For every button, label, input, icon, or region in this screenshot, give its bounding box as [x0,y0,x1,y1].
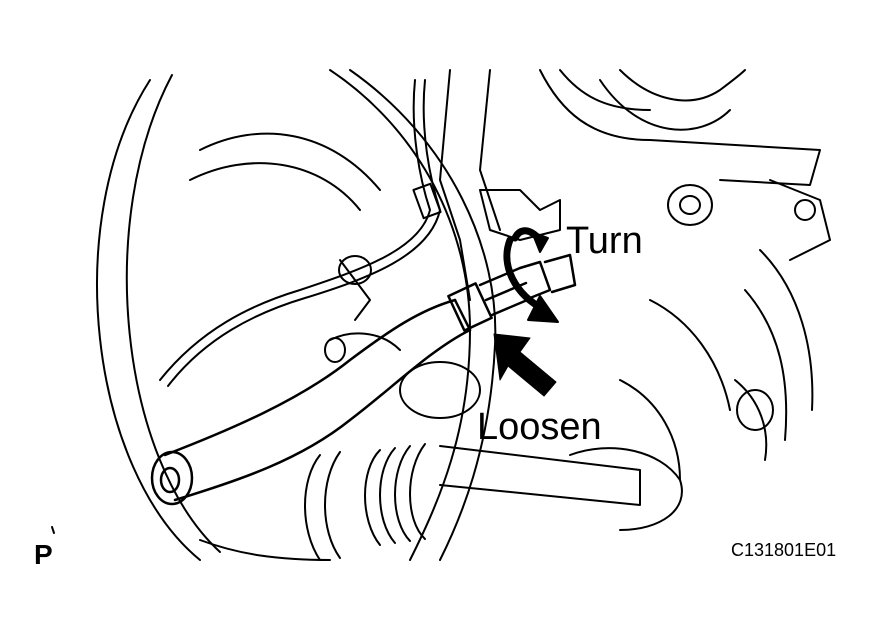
turn-label: Turn [566,220,643,262]
curved-rotation-arrow-icon [503,227,559,323]
corner-mark: P [34,539,53,570]
cv-boot-outline [199,443,683,561]
straight-push-arrow-icon [493,333,557,397]
steering-knuckle-outline [439,69,831,481]
ball-joint-outline [324,189,561,419]
loosen-label: Loosen [477,406,602,448]
tie-rod-end [150,253,577,506]
figure-id: C131801E01 [731,540,837,560]
brake-line-tube [159,79,442,387]
corner-tick [51,526,55,534]
brake-rotor-outline [96,69,497,561]
